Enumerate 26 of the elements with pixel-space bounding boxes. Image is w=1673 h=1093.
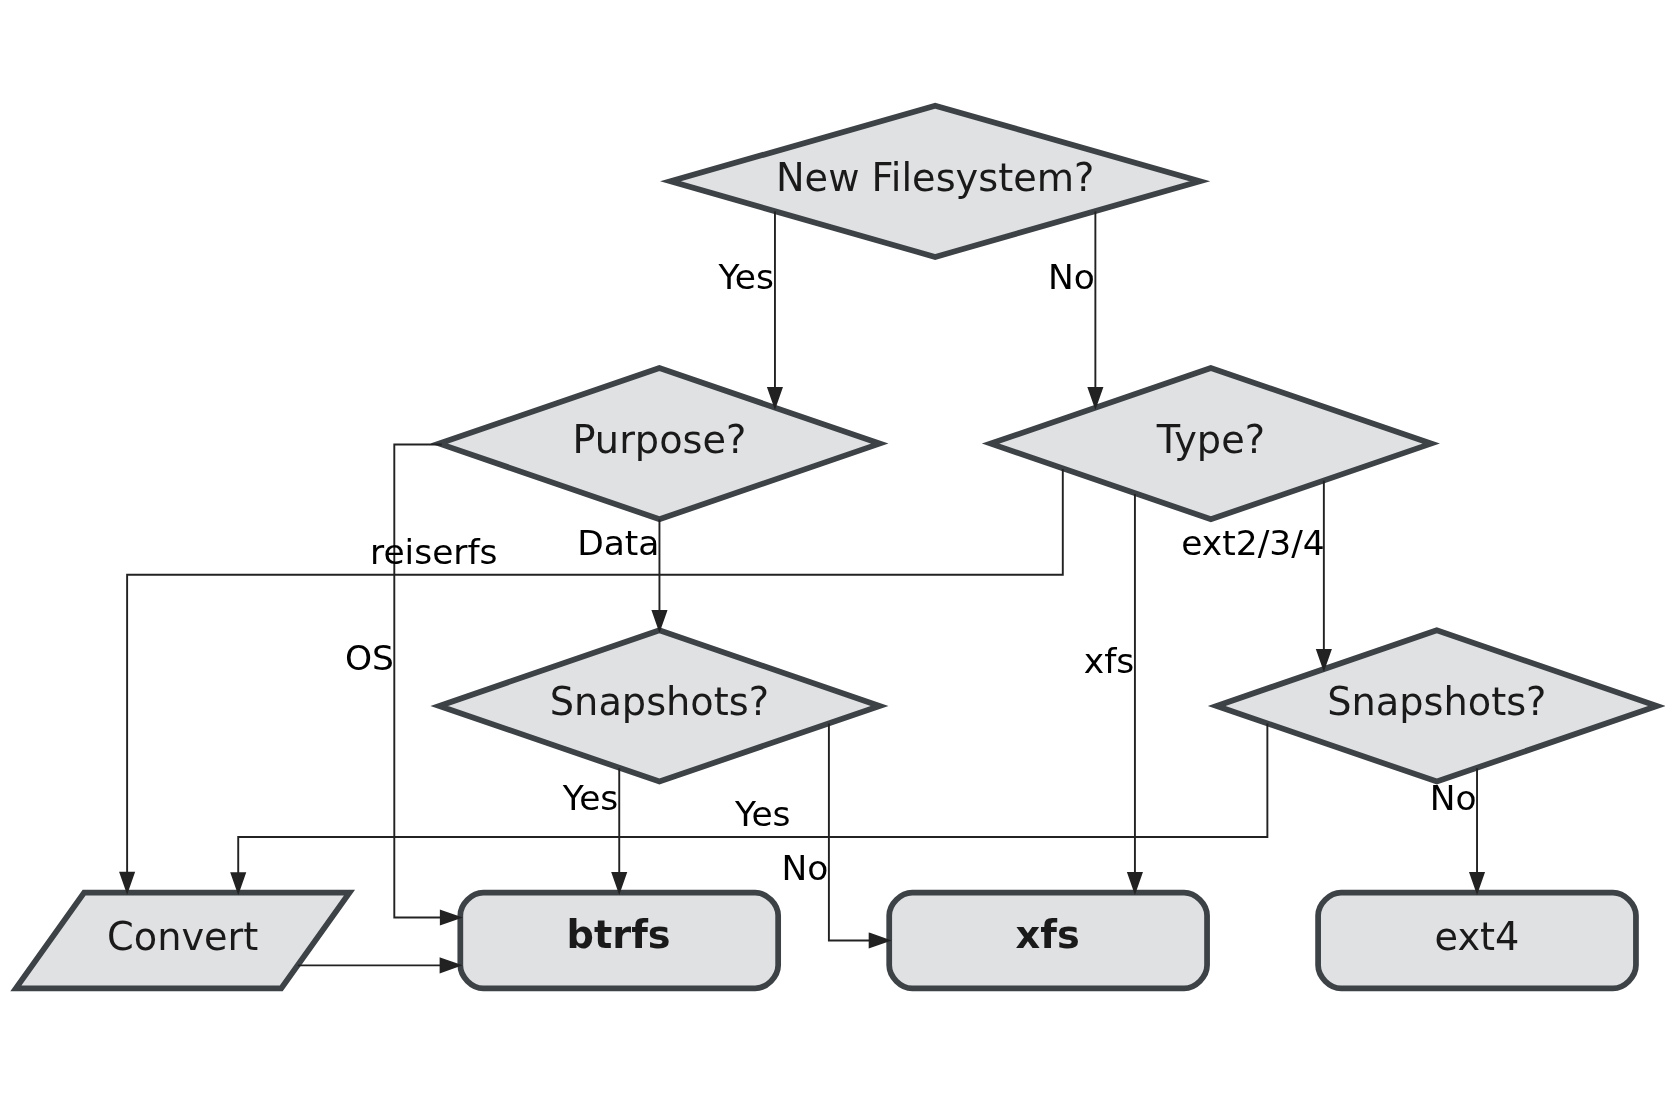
arrow: [230, 722, 1269, 895]
arrow: [393, 443, 463, 926]
edge-label: No: [781, 847, 829, 888]
node-box: xfs: [886, 889, 1210, 991]
edge-label: Data: [577, 522, 660, 563]
arrow: [1469, 766, 1486, 895]
arrow: [119, 467, 1064, 895]
arrow: [651, 518, 668, 633]
node-diamond: Snapshots?: [430, 626, 889, 785]
arrow: [1126, 492, 1143, 895]
edge-label: xfs: [1083, 640, 1135, 681]
node-diamond: Snapshots?: [1207, 626, 1665, 785]
node-box: ext4: [1315, 889, 1639, 991]
node-diamond: New Filesystem?: [660, 102, 1211, 260]
node-box: btrfs: [457, 889, 782, 991]
node-diamond: Type?: [981, 364, 1440, 522]
arrow: [611, 766, 628, 895]
edge-label: ext2/3/4: [1181, 522, 1325, 563]
arrow: [1315, 479, 1332, 672]
edge-label: Yes: [734, 793, 791, 834]
node-diamond: Purpose?: [430, 364, 889, 522]
edge-label: OS: [344, 637, 394, 678]
arrow: [766, 209, 783, 410]
arrow: [827, 722, 892, 948]
arrow: [1087, 209, 1104, 410]
arrow: [297, 956, 463, 973]
